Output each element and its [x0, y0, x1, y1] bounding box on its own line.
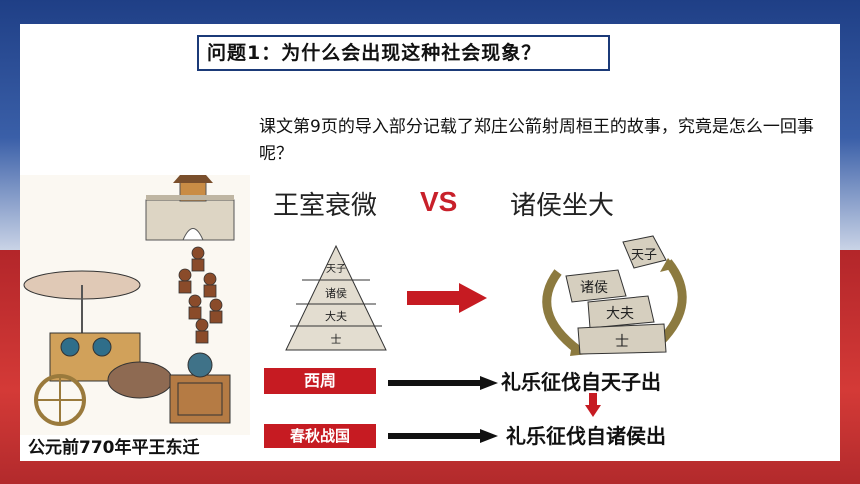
comparison-right: 诸侯坐大 — [510, 191, 615, 221]
question-title: 问题1：为什么会出现这种社会现象？ — [197, 35, 610, 71]
pyramid-level-tianzi: 天子 — [631, 248, 657, 263]
pyramid-level-dafu: 大夫 — [325, 309, 347, 323]
pyramid-level-zhuhou: 诸侯 — [580, 280, 608, 296]
transition-arrow-icon — [407, 283, 487, 313]
arrow-down-icon — [585, 393, 601, 417]
illustration-caption: 公元前770年平王东迁 — [28, 438, 200, 458]
pyramid-level-dafu: 大夫 — [606, 306, 634, 322]
chariot-icon — [23, 270, 231, 426]
intro-text: 课文第9页的导入部分记载了郑庄公箭射周桓王的故事，究竟是怎么一回事呢？ — [259, 117, 814, 164]
pyramid-level-zhuhou: 诸侯 — [325, 286, 347, 300]
result-west-zhou: 礼乐征伐自天子出 — [501, 370, 661, 394]
arrow-right-icon — [388, 376, 498, 390]
comparison-left: 王室衰微 — [273, 191, 378, 221]
result-spring-autumn: 礼乐征伐自诸侯出 — [506, 424, 666, 448]
hierarchy-broken-spring-autumn: 天子 诸侯 大夫 士 — [542, 235, 687, 356]
comparison-vs: VS — [420, 186, 458, 217]
eastward-migration-illustration — [20, 175, 250, 435]
period-label-spring-autumn: 春秋战国 — [264, 424, 376, 448]
arrow-right-icon — [388, 429, 498, 443]
city-gate-icon — [145, 175, 235, 241]
pyramid-level-tianzi: 天子 — [326, 263, 346, 275]
pyramid-level-shi: 士 — [615, 334, 629, 350]
period-label-west-zhou: 西周 — [264, 368, 376, 394]
procession-icon — [178, 246, 223, 344]
hierarchy-pyramid-west-zhou: 天子 诸侯 大夫 士 — [285, 244, 387, 351]
pyramid-level-shi: 士 — [331, 333, 342, 346]
